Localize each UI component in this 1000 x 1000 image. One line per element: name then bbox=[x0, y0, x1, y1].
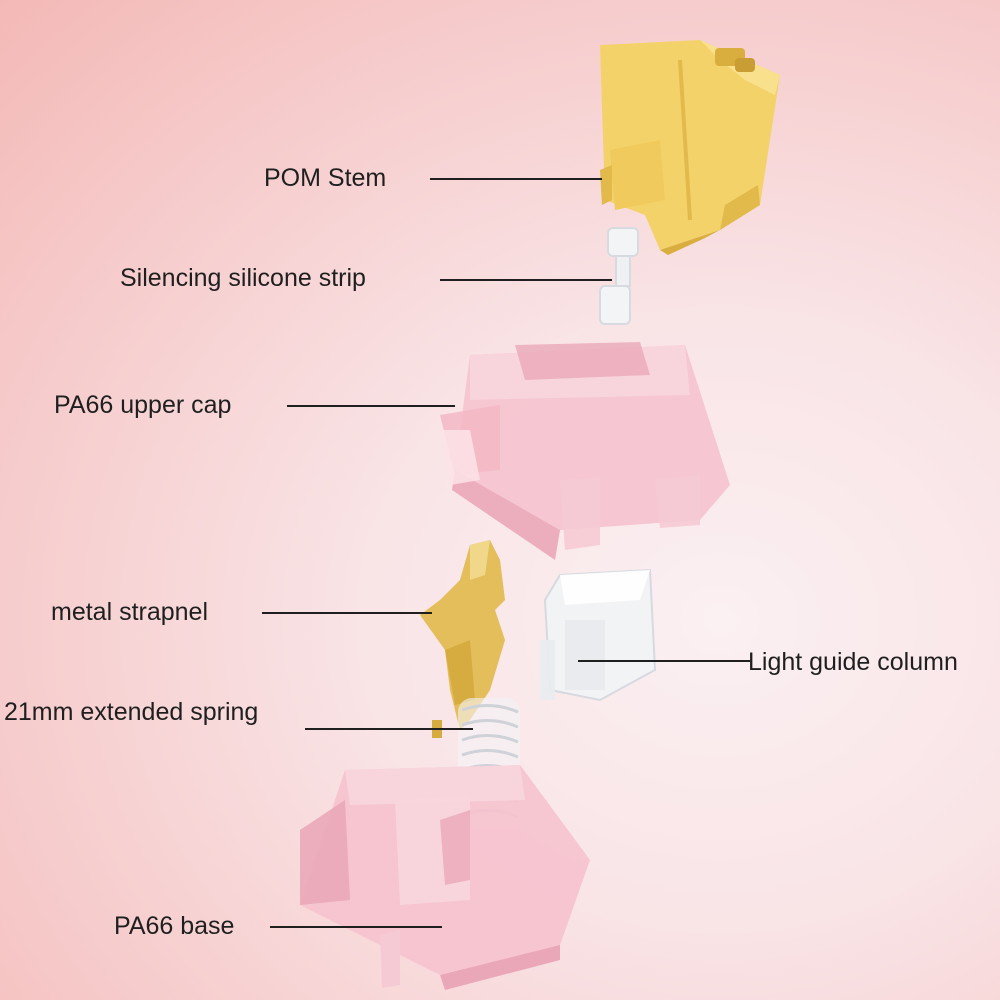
silicone-strip-illustration bbox=[599, 227, 639, 325]
upper-cap-illustration bbox=[440, 342, 730, 560]
leader-upper-cap bbox=[287, 405, 455, 407]
label-spring: 21mm extended spring bbox=[4, 698, 259, 726]
leader-silicone-strip bbox=[440, 279, 612, 281]
label-pom-stem: POM Stem bbox=[264, 164, 387, 192]
leader-metal-shrapnel bbox=[262, 612, 432, 614]
metal-shrapnel-illustration bbox=[420, 540, 505, 738]
light-guide-illustration bbox=[540, 568, 657, 702]
leader-pom-stem bbox=[430, 178, 602, 180]
label-upper-cap: PA66 upper cap bbox=[54, 391, 232, 419]
leader-base bbox=[270, 926, 442, 928]
label-silicone-strip: Silencing silicone strip bbox=[120, 264, 366, 292]
leader-spring bbox=[305, 728, 473, 730]
base-illustration bbox=[300, 765, 590, 990]
leader-light-guide bbox=[578, 660, 750, 662]
label-light-guide: Light guide column bbox=[748, 648, 958, 676]
pom-stem-illustration bbox=[600, 40, 780, 255]
label-metal-shrapnel: metal strapnel bbox=[51, 598, 209, 626]
label-base: PA66 base bbox=[114, 912, 235, 940]
